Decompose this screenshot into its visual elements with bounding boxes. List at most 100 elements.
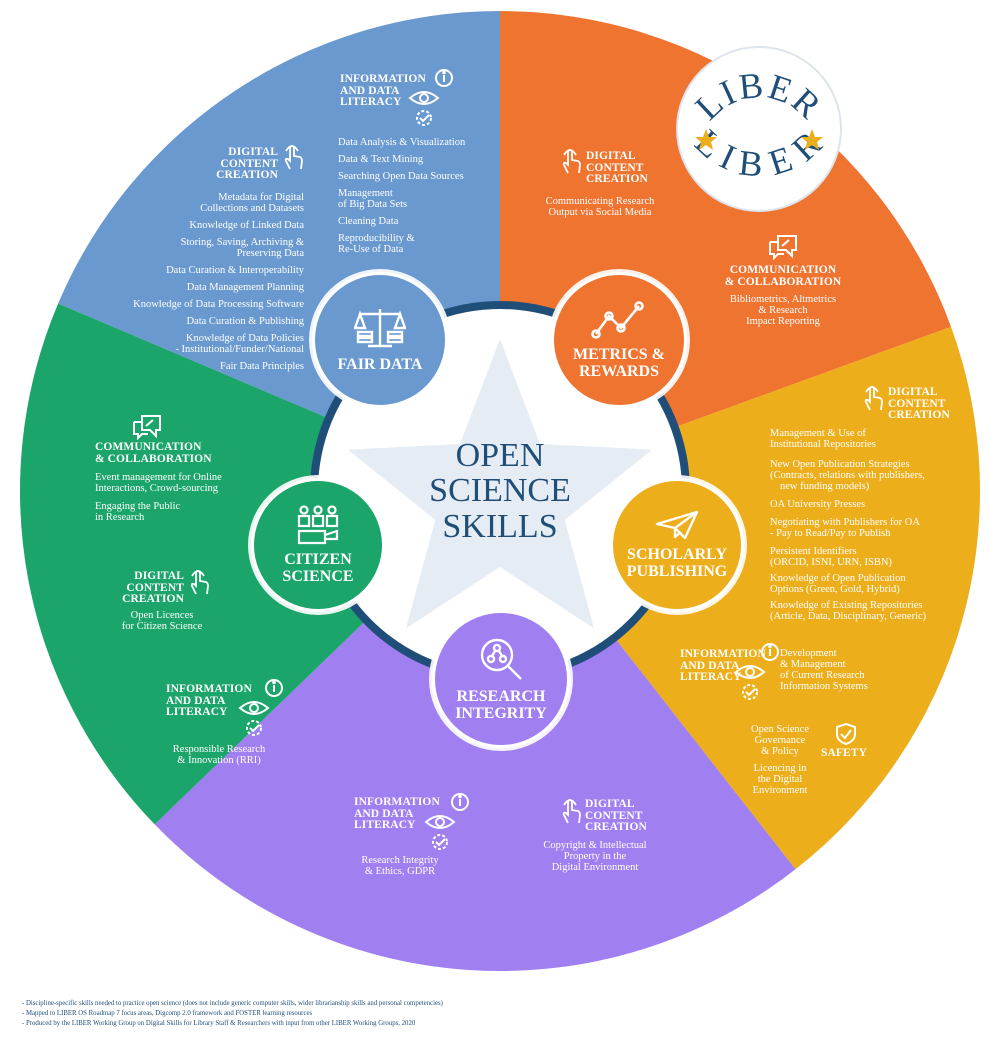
trend-line-icon bbox=[591, 300, 644, 339]
center-line-1: OPEN bbox=[455, 437, 545, 474]
label-line: CREATION bbox=[216, 169, 278, 181]
list-item: - Institutional/Funder/National bbox=[175, 344, 304, 356]
publishing-idl-label: INFORMATION AND DATA LITERACY bbox=[680, 648, 766, 684]
hub-metrics-title: METRICS & REWARDS bbox=[573, 346, 665, 381]
magnifier-network-icon bbox=[480, 638, 522, 680]
list-item: Institutional Repositories bbox=[770, 439, 876, 451]
label-line: DIGITAL bbox=[888, 386, 938, 398]
list-item: Digital Environment bbox=[551, 862, 639, 874]
publishing-safety-items: Open Science Governance & Policy Licenci… bbox=[740, 724, 820, 796]
label-line: CREATION bbox=[586, 173, 648, 185]
label-line: CREATION bbox=[122, 593, 184, 605]
pointer-hand-icon bbox=[562, 799, 581, 824]
metrics-cc-label: COMMUNICATION & COLLABORATION bbox=[722, 264, 844, 288]
label-line: DIGITAL bbox=[586, 150, 636, 162]
paper-plane-icon bbox=[655, 510, 699, 539]
list-item: Cleaning Data bbox=[338, 216, 399, 228]
fair-dcc-label: DIGITAL CONTENT CREATION bbox=[212, 146, 278, 182]
label-line: INFORMATION bbox=[166, 683, 252, 695]
list-item: Re-Use of Data bbox=[338, 244, 404, 256]
hub-fair-data-title: FAIR DATA bbox=[337, 356, 423, 374]
list-item: Impact Reporting bbox=[746, 316, 820, 328]
fair-idl-label: INFORMATION AND DATA LITERACY bbox=[340, 73, 426, 109]
citizen-cc-label: COMMUNICATION & COLLABORATION bbox=[95, 441, 212, 465]
hub-citizen-line-1: CITIZEN bbox=[284, 550, 352, 568]
eye-info-icon bbox=[424, 793, 469, 850]
list-item: of Current Research bbox=[780, 670, 865, 682]
publishing-idl-items: Development & Management of Current Rese… bbox=[780, 648, 868, 692]
label-line: DIGITAL bbox=[134, 570, 184, 582]
publishing-safety-label: SAFETY bbox=[821, 747, 867, 759]
logo-star-left-icon bbox=[695, 129, 717, 150]
integrity-idl-items: Research Integrity & Ethics, GDPR bbox=[340, 855, 460, 877]
integrity-dcc-label: DIGITAL CONTENT CREATION bbox=[585, 798, 647, 834]
eye-info-icon bbox=[238, 679, 283, 736]
list-item: Data Curation & Interoperability bbox=[166, 265, 304, 277]
list-item: Research Integrity bbox=[361, 855, 439, 866]
list-item: Metadata for Digital bbox=[218, 192, 304, 203]
label-line: & COLLABORATION bbox=[724, 275, 842, 288]
label-line: CONTENT bbox=[585, 809, 643, 822]
citizen-idl-label: INFORMATION AND DATA LITERACY bbox=[166, 683, 252, 719]
fair-idl-items: Data Analysis & Visualization Data & Tex… bbox=[338, 137, 465, 255]
list-item: in Research bbox=[95, 512, 145, 524]
hub-citizen-title: CITIZEN SCIENCE bbox=[282, 551, 353, 586]
list-item: Negotiating with Publishers for OA bbox=[770, 517, 920, 529]
pointer-hand-icon bbox=[190, 570, 209, 595]
list-item: & Research bbox=[758, 305, 808, 317]
label-line: DIGITAL bbox=[585, 798, 635, 810]
label-line: DIGITAL bbox=[228, 146, 278, 158]
label-line: LITERACY bbox=[166, 706, 228, 718]
list-item: Collections and Datasets bbox=[200, 203, 304, 215]
label-line: AND DATA bbox=[166, 694, 226, 707]
list-item: (Article, Data, Disciplinary, Generic) bbox=[770, 611, 927, 623]
hub-research-integrity: RESEARCH INTEGRITY bbox=[432, 610, 570, 748]
label-line: CREATION bbox=[585, 821, 647, 833]
list-item: Data & Text Mining bbox=[338, 154, 424, 166]
citizen-cc-items: Event management for Online Interactions… bbox=[95, 472, 222, 523]
list-item: Open Science bbox=[750, 724, 810, 735]
label-line: INFORMATION bbox=[354, 796, 440, 808]
integrity-idl-label: INFORMATION AND DATA LITERACY bbox=[354, 796, 440, 832]
list-item: & Innovation (RRI) bbox=[177, 755, 261, 767]
fair-dcc-items: Metadata for Digital Collections and Dat… bbox=[86, 192, 304, 372]
list-item: Licencing in bbox=[753, 763, 807, 775]
label-line: COMMUNICATION bbox=[95, 441, 202, 453]
logo-star-right-icon bbox=[801, 129, 823, 150]
list-item: of Big Data Sets bbox=[338, 199, 408, 211]
label-line: COMMUNICATION bbox=[729, 264, 837, 276]
list-item: (Contracts, relations with publishers, bbox=[770, 470, 925, 482]
list-item: Data Management Planning bbox=[186, 282, 304, 294]
publishing-dcc-items: Management & Use of Institutional Reposi… bbox=[770, 428, 926, 622]
label-line: LITERACY bbox=[680, 671, 742, 683]
list-item: Knowledge of Linked Data bbox=[189, 220, 304, 232]
publishing-dcc-label: DIGITAL CONTENT CREATION bbox=[888, 386, 950, 422]
hub-fair-data: FAIR DATA bbox=[312, 272, 448, 408]
label-line: CONTENT bbox=[586, 161, 644, 174]
pointer-hand-icon bbox=[284, 145, 303, 170]
hub-scholarly-publishing: SCHOLARLY PUBLISHING bbox=[610, 478, 744, 612]
pointer-hand-icon bbox=[562, 149, 581, 174]
pointer-hand-icon bbox=[864, 386, 883, 411]
list-item: Event management for Online bbox=[95, 472, 222, 483]
list-item: & Management bbox=[780, 659, 846, 671]
metrics-dcc-label: DIGITAL CONTENT CREATION bbox=[586, 150, 648, 186]
list-item: Fair Data Principles bbox=[220, 361, 304, 373]
label-line: INFORMATION bbox=[680, 648, 766, 660]
center-line-3: SKILLS bbox=[442, 507, 558, 545]
hub-metrics-line-2: REWARDS bbox=[578, 363, 659, 380]
list-item: for Citizen Science bbox=[121, 621, 203, 633]
hub-citizen-line-2: SCIENCE bbox=[282, 568, 354, 585]
list-item: Bibliometrics, Altmetrics bbox=[729, 294, 837, 305]
list-item: & Ethics, GDPR bbox=[364, 866, 436, 878]
list-item: New Open Publication Strategies bbox=[770, 459, 910, 471]
list-item: Output via Social Media bbox=[548, 207, 652, 219]
label-line: CONTENT bbox=[220, 157, 278, 170]
eye-info-icon bbox=[734, 643, 779, 700]
list-item: Responsible Research bbox=[172, 744, 266, 755]
list-item: Searching Open Data Sources bbox=[338, 171, 464, 183]
label-line: LITERACY bbox=[340, 96, 402, 108]
hub-integrity-title: RESEARCH INTEGRITY bbox=[455, 688, 547, 723]
integrity-dcc-items: Copyright & Intellectual Property in the… bbox=[528, 840, 662, 873]
list-item: Knowledge of Data Processing Software bbox=[133, 299, 304, 311]
